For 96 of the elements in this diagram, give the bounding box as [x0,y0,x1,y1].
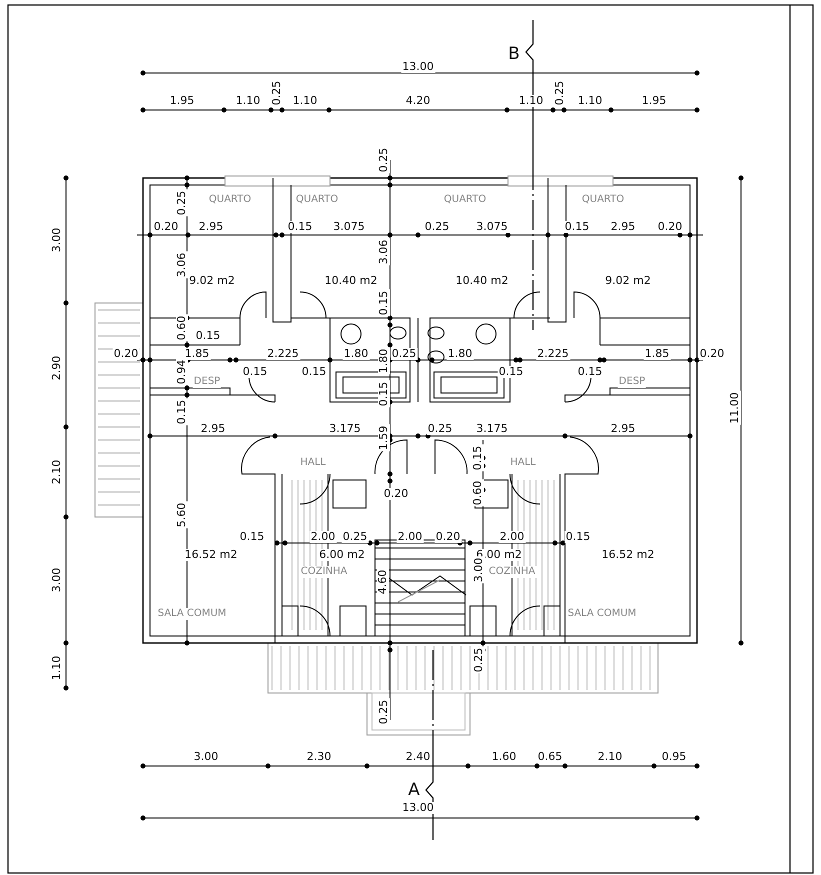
dimension-label: 0.15 [176,398,188,426]
room-label: COZINHA [300,566,348,578]
dimension-label: 1.95 [168,95,196,107]
dimension-label: 0.94 [176,358,188,386]
dimension-label: 0.25 [426,423,454,435]
dimension-label: 11.00 [729,391,741,425]
dimension-label: 0.15 [238,531,266,543]
area-label: 6.00 m2 [318,549,366,561]
dimension-label: 2.90 [51,354,63,382]
dimension-label: 3.00 [192,751,220,763]
section-label: B [507,45,521,63]
dimension-label: 1.80 [342,348,370,360]
dimension-label: 3.06 [176,252,188,278]
area-label: 16.52 m2 [184,549,238,561]
dimension-label: 2.00 [310,531,336,543]
dimension-label: 1.60 [490,751,518,763]
dimension-label: 2.95 [200,423,226,435]
dimension-label: 0.25 [390,348,418,360]
dimension-label: 0.20 [382,488,410,500]
dimension-label: 4.20 [404,95,432,107]
room-label: QUARTO [208,194,252,206]
dimension-label: 0.60 [176,314,188,342]
dimension-label: 2.10 [51,458,63,486]
dimension-label: 0.25 [176,190,188,216]
room-label: QUARTO [294,194,340,206]
dimension-label: 2.10 [596,751,624,763]
dimension-label: 3.06 [378,238,390,266]
dimension-label: 5.60 [176,502,188,528]
dimension-label: 2.95 [198,221,224,233]
dimension-label: 3.075 [475,221,509,233]
dimension-label: 0.15 [564,531,592,543]
dimension-label: 0.25 [554,80,566,106]
dimension-label: 0.15 [378,380,390,408]
dimension-label: 2.225 [536,348,570,360]
dimension-label: 3.175 [328,423,362,435]
dimension-label: 1.85 [184,348,210,360]
room-label: QUARTO [580,194,626,206]
dimension-label: 0.65 [536,751,564,763]
room-label: DESP [618,376,646,388]
room-label: DESP [192,376,222,388]
dimension-label: 1.10 [234,95,262,107]
dimension-label: 1.10 [518,95,544,107]
area-label: 16.52 m2 [600,549,656,561]
dimension-label: 0.20 [152,221,180,233]
dimension-label: 1.95 [640,95,668,107]
room-label: QUARTO [442,194,488,206]
dimension-label: 1.85 [644,348,670,360]
dimension-label: 1.80 [378,348,390,374]
dimension-label: 0.25 [342,531,368,543]
area-label: 9.02 m2 [604,275,652,287]
area-label: 10.40 m2 [454,275,510,287]
dimension-label: 0.15 [194,330,222,342]
dimension-label: 0.20 [434,531,462,543]
dimension-label: 3.00 [51,566,63,594]
dimension-label: 4.60 [377,568,389,596]
dimension-label: 2.30 [306,751,332,763]
area-label: 10.40 m2 [324,275,378,287]
dimension-label: 0.15 [564,221,590,233]
section-label: A [407,781,421,799]
dimension-label: 0.25 [424,221,450,233]
dimension-label: 0.15 [300,366,328,378]
dimension-label: 3.00 [51,226,63,254]
dimension-label: 2.95 [610,423,636,435]
dimension-label: 0.25 [473,646,485,674]
dimension-label: 1.59 [378,424,390,452]
dimension-label: 0.60 [472,480,484,506]
area-label: 9.02 m2 [188,275,236,287]
dimension-label: 3.00 [473,556,485,584]
room-label: SALA COMUM [156,608,228,620]
room-label: COZINHA [488,566,536,578]
dimension-label: 1.10 [51,654,63,682]
dimension-label: 1.10 [576,95,604,107]
dimension-label: 1.10 [292,95,318,107]
dimension-label: 0.15 [378,290,390,316]
dimension-label: 0.95 [660,751,688,763]
dimension-label: 0.20 [112,348,140,360]
dimension-label: 2.40 [404,751,432,763]
dimension-label: 0.25 [378,146,390,174]
dimension-label: 0.15 [286,221,314,233]
dimension-label: 0.25 [271,80,283,106]
dimension-label: 1.80 [446,348,474,360]
dimension-label: 2.00 [396,531,424,543]
dimension-label: 2.95 [610,221,636,233]
dimension-label: 13.00 [401,61,435,73]
dimension-label: 0.25 [378,698,390,726]
dimension-label: 3.075 [332,221,366,233]
dimension-label: 0.20 [656,221,684,233]
dimension-label: 13.00 [401,802,435,814]
dimension-label: 3.175 [475,423,509,435]
dimension-label: 0.20 [698,348,726,360]
dimension-label: 2.00 [498,531,526,543]
dimension-label: 0.15 [498,366,524,378]
dimension-label: 0.15 [472,444,484,472]
dimension-label: 0.15 [242,366,268,378]
dimension-label: 0.15 [576,366,604,378]
dimension-label: 2.225 [266,348,300,360]
